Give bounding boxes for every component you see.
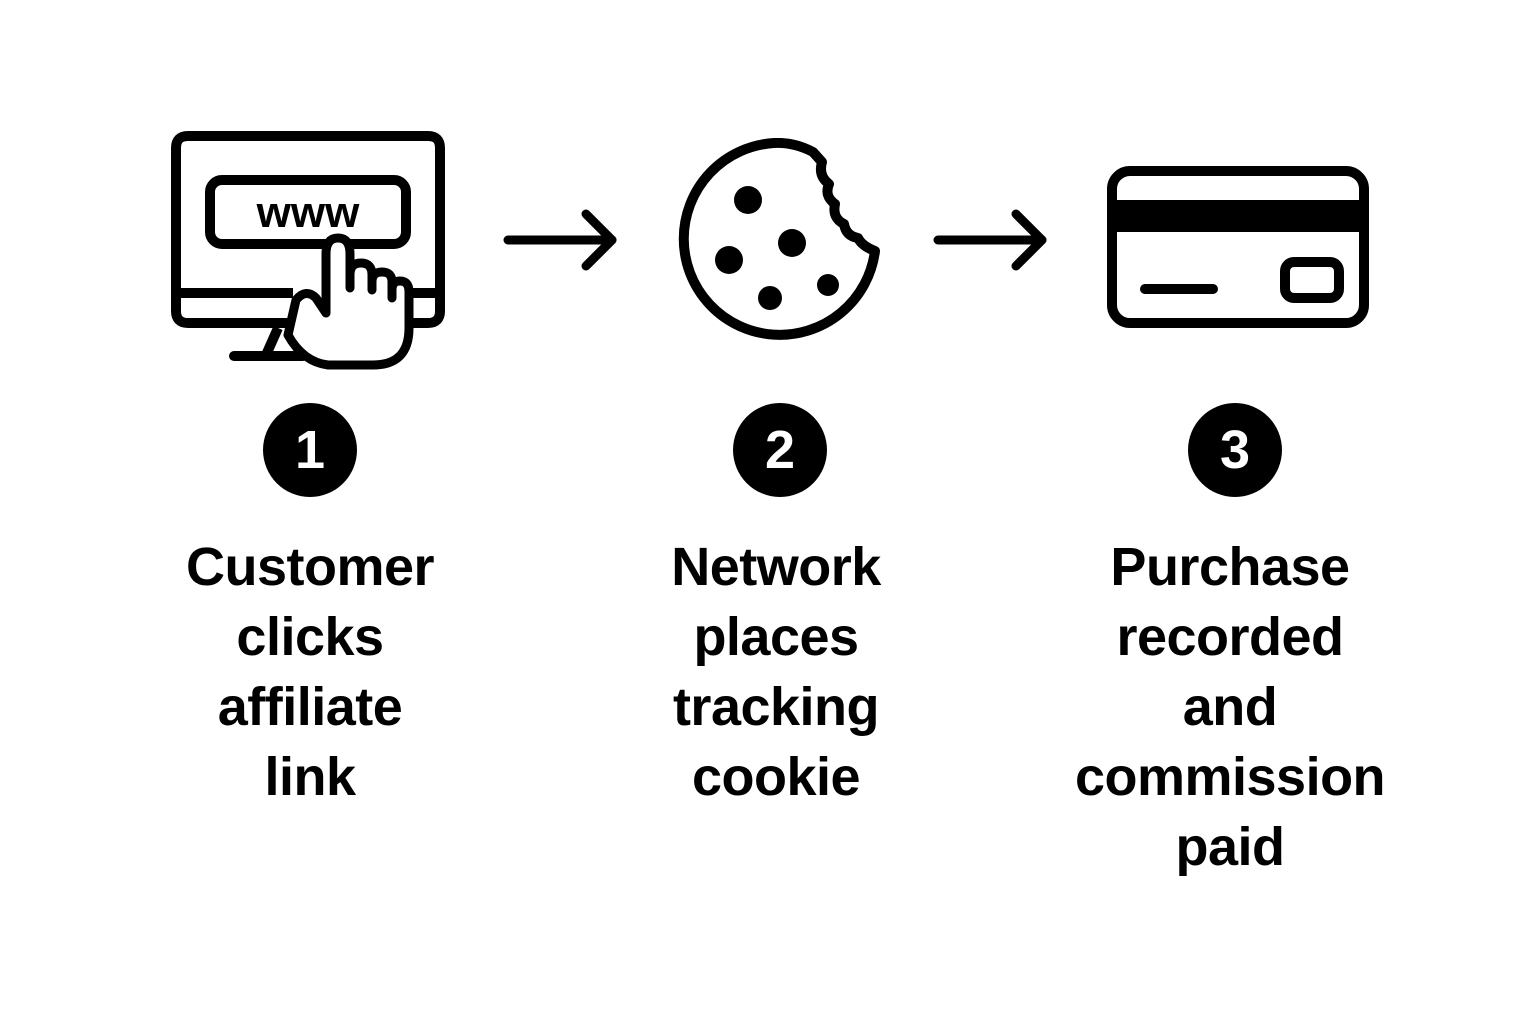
step-1-label: Customer clicks affiliate link — [110, 532, 510, 812]
step-1-label-line: link — [264, 747, 356, 807]
credit-card-icon — [1107, 166, 1369, 328]
step-2-label-line: Network — [671, 537, 881, 597]
step-3-number-badge: 3 — [1188, 403, 1282, 497]
step-1-number-badge: 1 — [263, 403, 357, 497]
step-2-icon — [674, 137, 889, 343]
www-text: www — [256, 188, 360, 237]
arrow-right-icon — [503, 209, 617, 271]
step-3-label-line: paid — [1175, 817, 1285, 877]
step-1-label-line: clicks — [236, 607, 384, 667]
cookie-icon — [678, 137, 880, 340]
connector-arrow-2 — [932, 208, 1050, 272]
step-3-label-line: recorded — [1116, 607, 1344, 667]
arrow-right-icon — [933, 209, 1047, 271]
step-1-number: 1 — [294, 420, 326, 480]
step-3-label-line: commission — [1074, 747, 1386, 807]
step-2-label-line: cookie — [691, 747, 861, 807]
step-2-label-line: places — [693, 607, 859, 667]
step-1-icon: www — [168, 130, 448, 375]
step-1-label-line: affiliate — [217, 677, 403, 737]
step-3-number: 3 — [1219, 420, 1251, 480]
step-2-number-badge: 2 — [733, 403, 827, 497]
step-3-label-line: Purchase — [1110, 537, 1350, 597]
step-2-label: Network places tracking cookie — [576, 532, 976, 812]
step-1-label-line: Customer — [185, 537, 435, 597]
computer-click-icon: www — [171, 131, 445, 370]
step-2-label-line: tracking — [672, 677, 880, 737]
step-3-label: Purchase recorded and commission paid — [1030, 532, 1430, 882]
connector-arrow-1 — [502, 208, 620, 272]
step-2-number: 2 — [764, 420, 796, 480]
step-3-label-line: and — [1182, 677, 1278, 737]
step-3-icon — [1105, 164, 1371, 330]
